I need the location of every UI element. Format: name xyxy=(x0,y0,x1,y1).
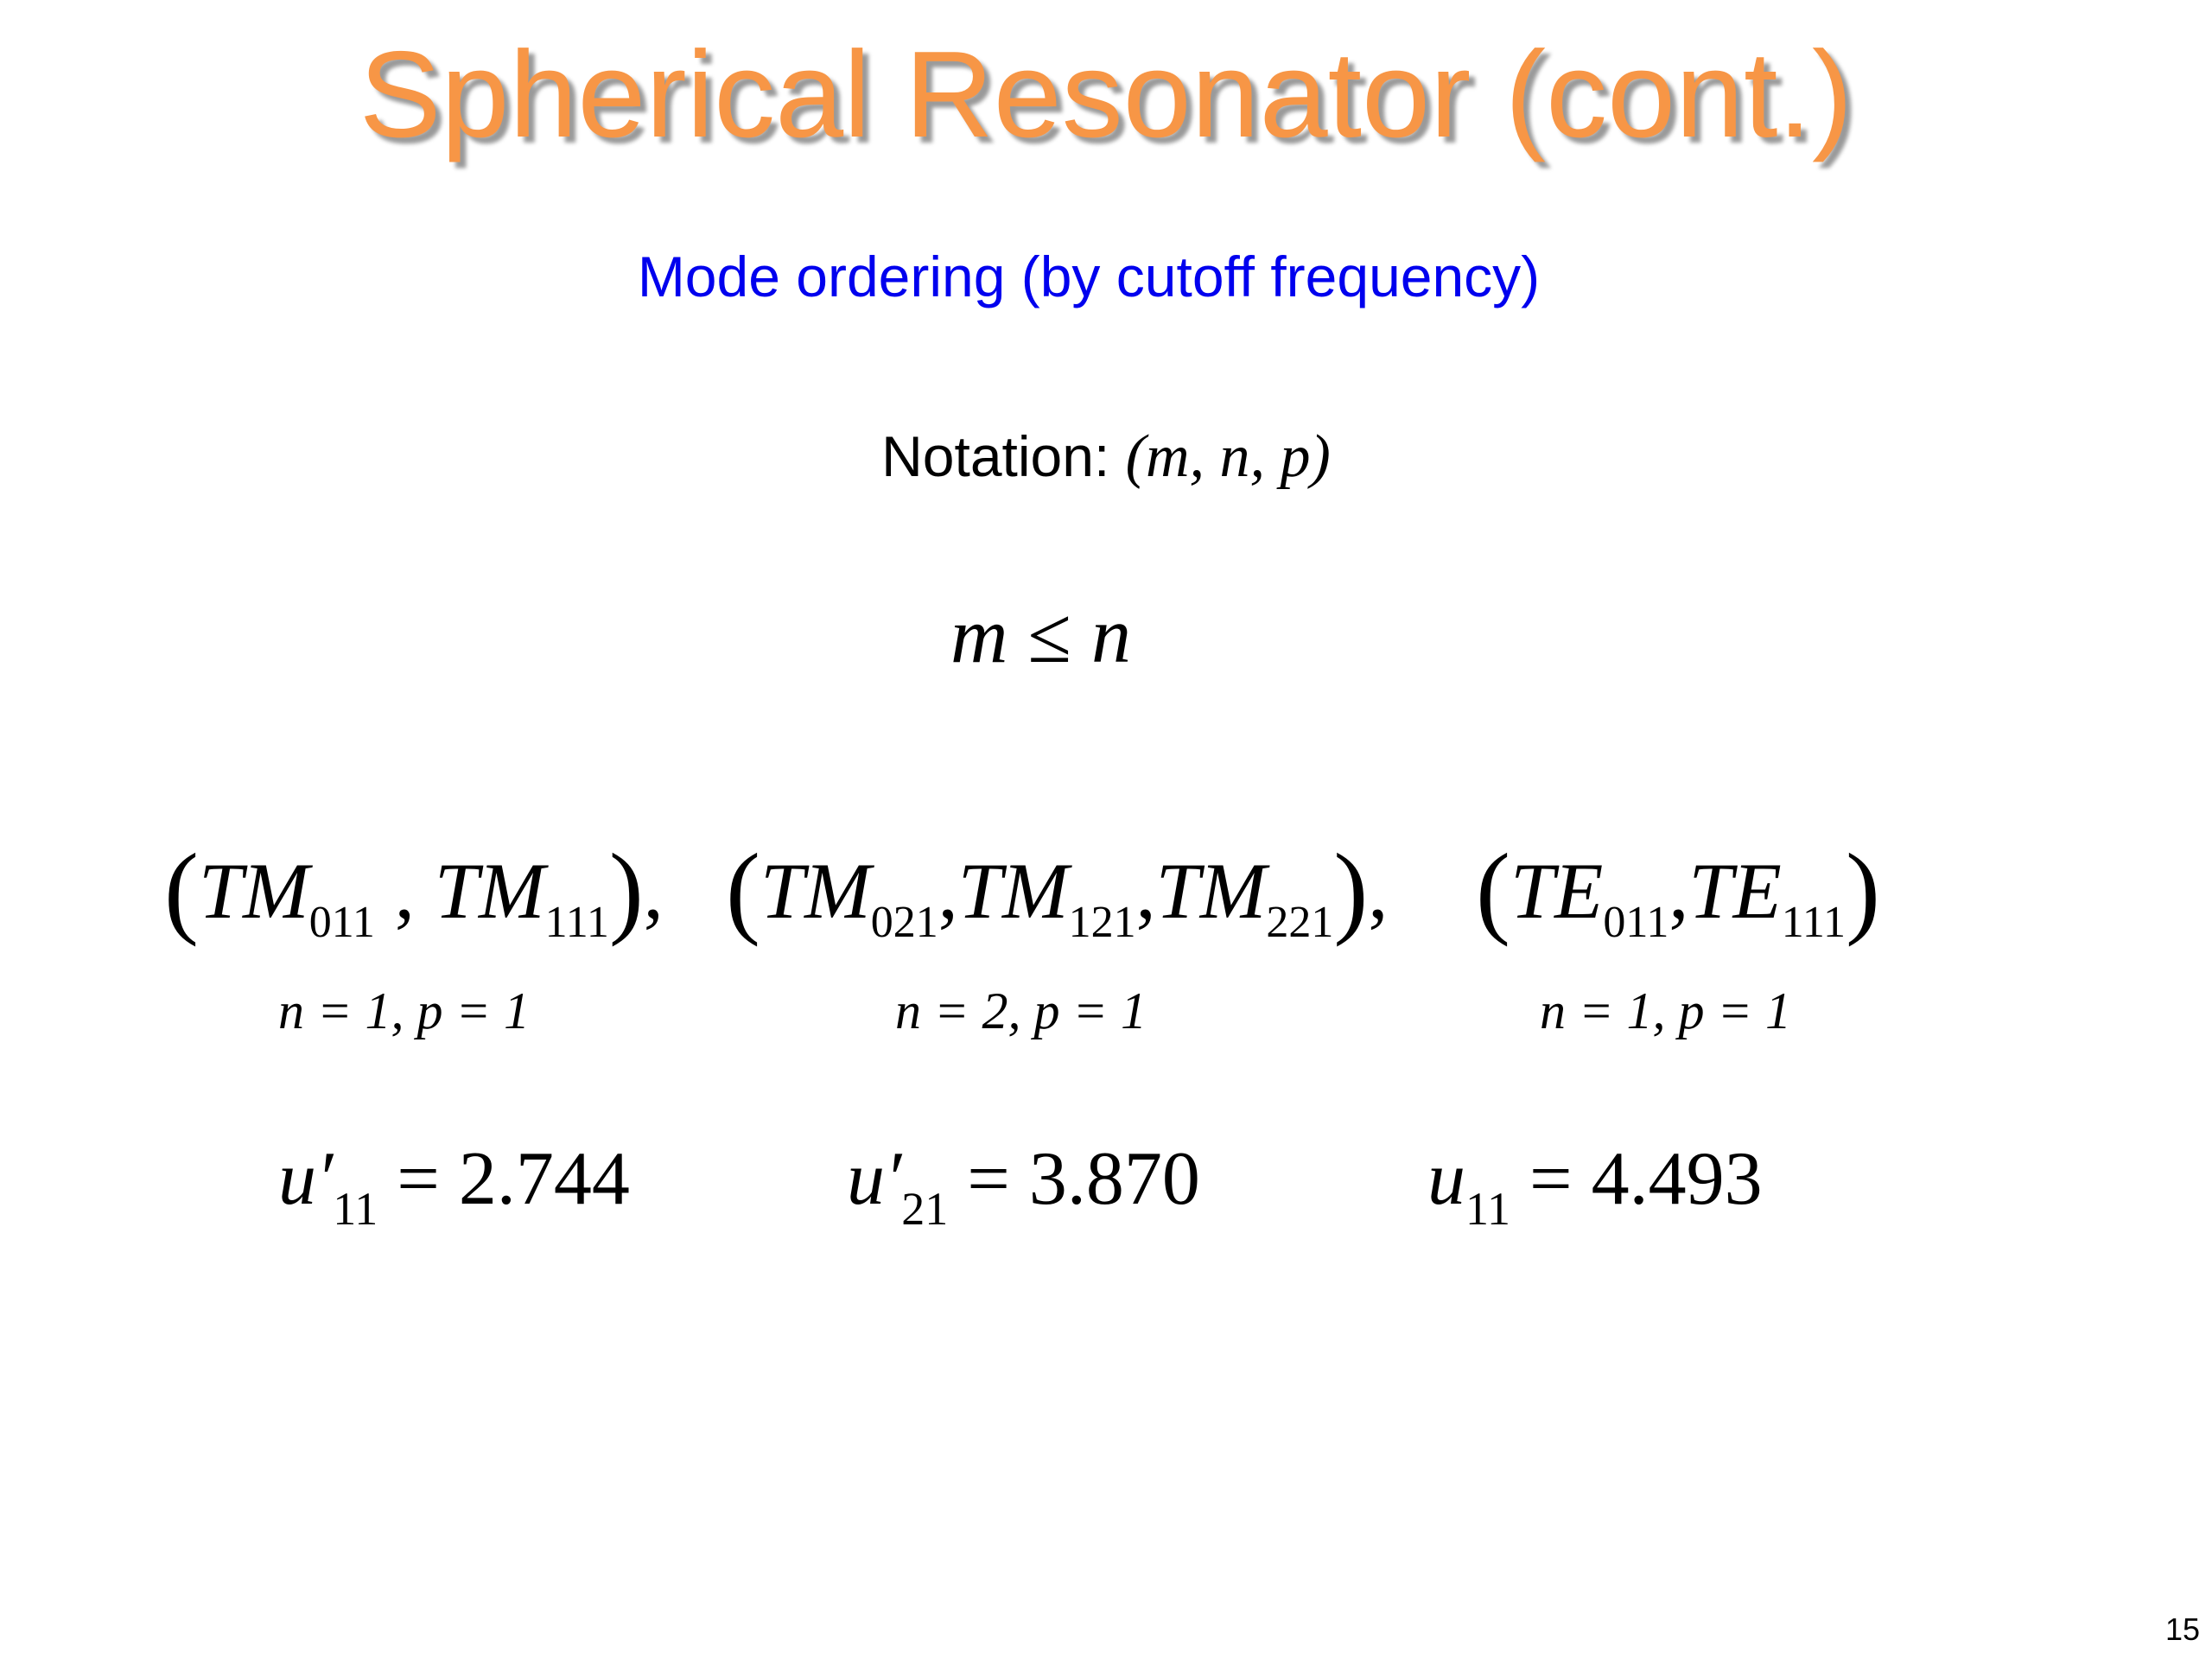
mode-subscript: 221 xyxy=(1266,898,1334,947)
root-subscript: 11 xyxy=(1465,1183,1510,1235)
mode-group-3: (TE011,TE111) xyxy=(1476,838,1880,975)
root-symbol: u′ xyxy=(278,1137,334,1221)
page-number: 15 xyxy=(2164,1611,2200,1647)
constraint-rhs: n xyxy=(1090,591,1131,679)
open-paren: ( xyxy=(1476,832,1510,947)
open-paren: ( xyxy=(726,832,760,947)
mode-letters: TE xyxy=(1688,847,1782,935)
notation-label: Notation: xyxy=(881,424,1110,488)
mode-group-2: (TM021,TM121,TM221), xyxy=(726,838,1388,975)
mode-letters: TM xyxy=(760,847,871,935)
mode-subscript: 011 xyxy=(308,898,375,947)
open-paren: ( xyxy=(164,832,199,947)
notation-tuple: (m, n, p) xyxy=(1125,423,1331,490)
group-trailing-comma: , xyxy=(1368,847,1389,935)
root-subscript: 21 xyxy=(901,1183,949,1235)
close-paren: ) xyxy=(1333,832,1369,947)
root-subscript: 11 xyxy=(333,1183,378,1235)
group-1-root-value: u′11 = 2.744 xyxy=(278,1132,630,1256)
mode-letters: TM xyxy=(198,847,309,935)
mode-letters: TM xyxy=(434,847,545,935)
slide-subtitle: Mode ordering (by cutoff frequency) xyxy=(637,245,1541,308)
mode-constraint: m ≤ n xyxy=(950,588,1131,683)
constraint-operator: ≤ xyxy=(1027,591,1071,679)
notation-line: Notation: (m, n, p) xyxy=(0,422,2212,492)
root-symbol: u xyxy=(1427,1137,1465,1221)
mode-separator: , xyxy=(374,847,435,935)
slide-title: Spherical Resonator (cont.) xyxy=(359,26,1853,163)
group-3-condition: n = 1, p = 1 xyxy=(1540,982,1791,1039)
mode-subscript: 111 xyxy=(544,898,609,947)
mode-separator: , xyxy=(1669,847,1689,935)
root-equals-value: = 2.744 xyxy=(397,1137,630,1221)
root-equals-value: = 4.493 xyxy=(1529,1137,1763,1221)
mode-letters: TM xyxy=(1155,847,1267,935)
mode-letters: TE xyxy=(1510,847,1604,935)
mode-subscript: 011 xyxy=(1603,898,1669,947)
mode-letters: TM xyxy=(957,847,1069,935)
group-2-condition: n = 2, p = 1 xyxy=(895,982,1147,1039)
mode-subscript: 121 xyxy=(1068,898,1136,947)
mode-separator: , xyxy=(1135,847,1156,935)
root-equals-value: = 3.870 xyxy=(967,1137,1200,1221)
mode-subscript: 021 xyxy=(870,898,938,947)
constraint-lhs: m xyxy=(950,591,1008,679)
group-1-condition: n = 1, p = 1 xyxy=(278,982,530,1039)
mode-subscript: 111 xyxy=(1781,898,1846,947)
root-symbol: u′ xyxy=(847,1137,902,1221)
close-paren: ) xyxy=(1845,832,1880,947)
mode-separator: , xyxy=(938,847,958,935)
mode-group-1: (TM011 , TM111), xyxy=(164,838,664,975)
group-trailing-comma: , xyxy=(643,847,664,935)
close-paren: ) xyxy=(608,832,644,947)
group-2-root-value: u′21 = 3.870 xyxy=(847,1132,1200,1256)
group-3-root-value: u11 = 4.493 xyxy=(1427,1132,1763,1256)
